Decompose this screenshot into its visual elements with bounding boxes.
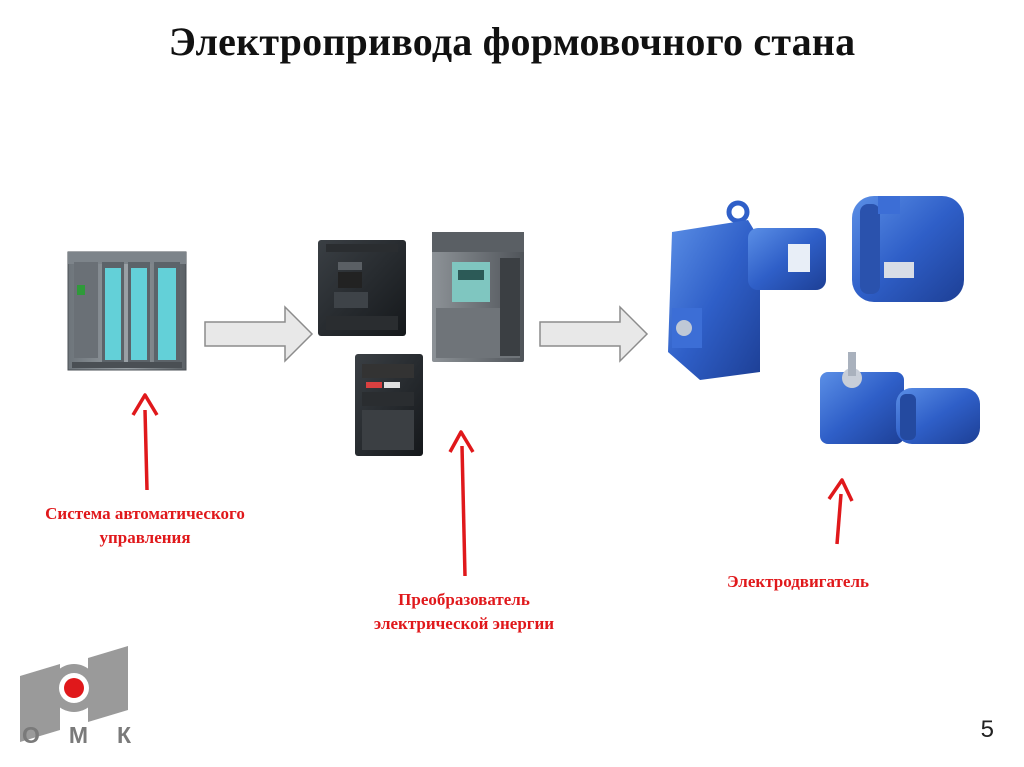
label-motor: Электродвигатель [690, 570, 906, 594]
gear-motor-large-image [668, 203, 826, 380]
electric-motor-image [852, 196, 964, 302]
label-control-system-line1: Система автоматического [0, 502, 290, 526]
frequency-drive-dark-image [318, 240, 406, 336]
frequency-drive-small-image [355, 354, 423, 456]
frequency-drive-gray-image [432, 232, 524, 362]
flow-arrow-2 [540, 307, 647, 361]
pointer-arrow-converter [450, 432, 473, 576]
pointer-arrow-control-system [133, 395, 157, 490]
label-control-system: Система автоматического управления [0, 502, 290, 550]
label-control-system-line2: управления [0, 526, 290, 550]
flow-arrow-1 [205, 307, 312, 361]
label-converter-line2: электрической энергии [330, 612, 598, 636]
omk-logo-text: ОМК [22, 722, 160, 749]
plc-controller-image [68, 252, 186, 370]
page-number: 5 [981, 716, 994, 744]
label-converter-line1: Преобразователь [330, 588, 598, 612]
label-converter: Преобразователь электрической энергии [330, 588, 598, 636]
pointer-arrow-motor [829, 480, 852, 544]
worm-gear-motor-image [820, 352, 980, 444]
